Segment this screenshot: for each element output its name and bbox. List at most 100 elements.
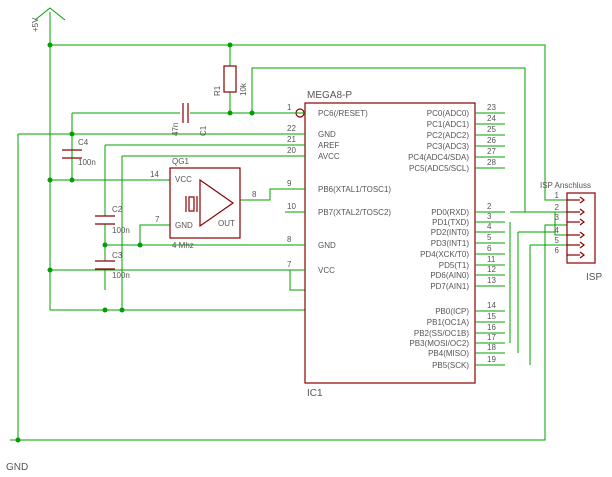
ic1-right-pin-number: 6 [487, 244, 492, 253]
ic1-right-pin-number: 2 [487, 202, 492, 211]
ic1-right-pin-number: 27 [487, 147, 496, 156]
ic1-right-pin-name: PC4(ADC4/SDA) [408, 153, 469, 162]
isp-pin-number: 6 [555, 246, 560, 255]
ic1-right-pin-name: PD5(T1) [439, 261, 470, 270]
ic1-left-pin-name: GND [318, 130, 336, 139]
qg1-out-label: OUT [218, 219, 235, 228]
qg1-value: 4 Mhz [172, 241, 194, 250]
ic1-right-pin-name: PB5(SCK) [432, 361, 469, 370]
junctions [15, 42, 255, 443]
crystal-icon [185, 178, 235, 228]
c3-value: 100n [112, 271, 130, 280]
ic1-right-pin-number: 19 [487, 355, 496, 364]
qg1-gnd-label: GND [175, 221, 193, 230]
ic1-right-pin-number: 23 [487, 103, 496, 112]
c4-ref: C4 [78, 138, 89, 147]
ic1-left-pin-name: PC6(/RESET) [318, 109, 368, 118]
isp-pin-number: 2 [555, 203, 560, 212]
r1-ref: R1 [213, 85, 222, 96]
isp-pin-tip [579, 196, 585, 204]
c1-value: 47n [171, 123, 180, 136]
ic1-left-pin-number: 22 [287, 124, 296, 133]
ic1-right-pin-name: PC1(ADC1) [427, 120, 470, 129]
ic1-right-pin-number: 24 [487, 114, 496, 123]
ic1-ref: IC1 [307, 388, 323, 399]
c2-ref: C2 [112, 205, 123, 214]
isp-pin-tip [579, 208, 585, 216]
c4-value: 100n [78, 158, 96, 167]
vcc-label: +5V [31, 17, 40, 32]
ic1-right-pin-name: PB1(OC1A) [427, 318, 470, 327]
c3-symbol [95, 260, 115, 270]
isp-pin-number: 1 [555, 191, 560, 200]
ic1-right-pin-name: PB3(MOSI/OC2) [409, 339, 469, 348]
ic1-left-pin-number: 9 [287, 179, 292, 188]
qg1-ref: QG1 [172, 157, 189, 166]
ic1-left-pin-name: PB7(XTAL2/TOSC2) [318, 208, 391, 217]
ic1-right-pin-number: 11 [487, 255, 496, 264]
c1-ref: C1 [199, 125, 208, 136]
isp-ref: ISP [586, 272, 602, 283]
ic1-left-pin-number: 1 [287, 103, 292, 112]
ic1-left-pin-name: AREF [318, 141, 339, 150]
qg1-pin-out: 8 [252, 190, 257, 199]
c2-symbol [95, 215, 115, 225]
isp-pin-tip [579, 231, 585, 239]
r1-value: 10k [239, 82, 248, 96]
c1-symbol [182, 103, 189, 123]
isp-pin-number: 3 [555, 213, 560, 222]
r1-body [223, 65, 237, 93]
ic1-right-pin-number: 26 [487, 136, 496, 145]
qg1-body [169, 167, 241, 239]
ic1-right-pin-number: 12 [487, 265, 496, 274]
ic1-right-pin-number: 17 [487, 333, 496, 342]
ic1-right-pin-name: PD1(TXD) [432, 218, 469, 227]
c4-symbol [62, 149, 82, 159]
qg1-pin-gnd: 7 [155, 215, 160, 224]
qg1-vcc-label: VCC [175, 175, 192, 184]
ic1-right-pin-name: PB2(SS/OC1B) [414, 329, 469, 338]
ic1-right-pin-name: PB0(ICP) [435, 307, 469, 316]
ic1-right-pin-name: PC5(ADC5/SCL) [409, 164, 469, 173]
ic1-right-pin-number: 5 [487, 233, 492, 242]
wires [17, 7, 567, 441]
c2-value: 100n [112, 226, 130, 235]
ic1-right-pin-number: 18 [487, 343, 496, 352]
isp-pins: 1 23 456 [555, 191, 585, 259]
ic1-right-pin-number: 4 [487, 222, 492, 231]
ic1-left-pin-number: 7 [287, 260, 292, 269]
isp-pin-tip [579, 218, 585, 226]
ic1-left-pin-number: 8 [287, 235, 292, 244]
ic1-right-pin-name: PD6(AIN0) [430, 271, 469, 280]
ic1-right-pin-number: 16 [487, 323, 496, 332]
ic1-right-pin-number: 14 [487, 301, 496, 310]
isp-pin-number: 4 [555, 226, 560, 235]
isp-body [566, 192, 596, 264]
ic1-left-pin-number: 21 [287, 135, 296, 144]
ic1-right-pin-number: 28 [487, 158, 496, 167]
ic1-left-pin-number: 10 [287, 202, 296, 211]
ic1-type: MEGA8-P [307, 90, 352, 101]
ic1-right-pin-name: PB4(MISO) [428, 349, 469, 358]
ic1-left-pin-name: PB6(XTAL1/TOSC1) [318, 185, 391, 194]
isp-pin-number: 5 [555, 236, 560, 245]
ic1-right-pins: 23PC0(ADC0)24PC1(ADC1)25PC2(ADC2)26PC3(A… [408, 103, 505, 370]
ic1-right-pin-name: PD4(XCK/T0) [420, 250, 469, 259]
gnd-label: GND [6, 462, 28, 473]
ic1-left-pin-name: VCC [318, 266, 335, 275]
ic1-right-pin-number: 13 [487, 276, 496, 285]
ic1-left-pin-number: 20 [287, 146, 296, 155]
ic1-right-pin-name: PD0(RXD) [431, 208, 469, 217]
ic1-right-pin-name: PC0(ADC0) [427, 109, 470, 118]
ic1-left-pin-name: GND [318, 241, 336, 250]
c3-ref: C3 [112, 251, 123, 260]
ic1-right-pin-name: PD3(INT1) [431, 239, 470, 248]
ic1-right-pin-number: 15 [487, 312, 496, 321]
qg1-pin-vcc: 14 [150, 170, 159, 179]
ic1-right-pin-name: PD2(INT0) [431, 228, 470, 237]
ic1-right-pin-name: PD7(AIN1) [430, 282, 469, 291]
ic1-left-pin-name: AVCC [318, 152, 340, 161]
isp-title: ISP Anschluss [540, 181, 591, 190]
